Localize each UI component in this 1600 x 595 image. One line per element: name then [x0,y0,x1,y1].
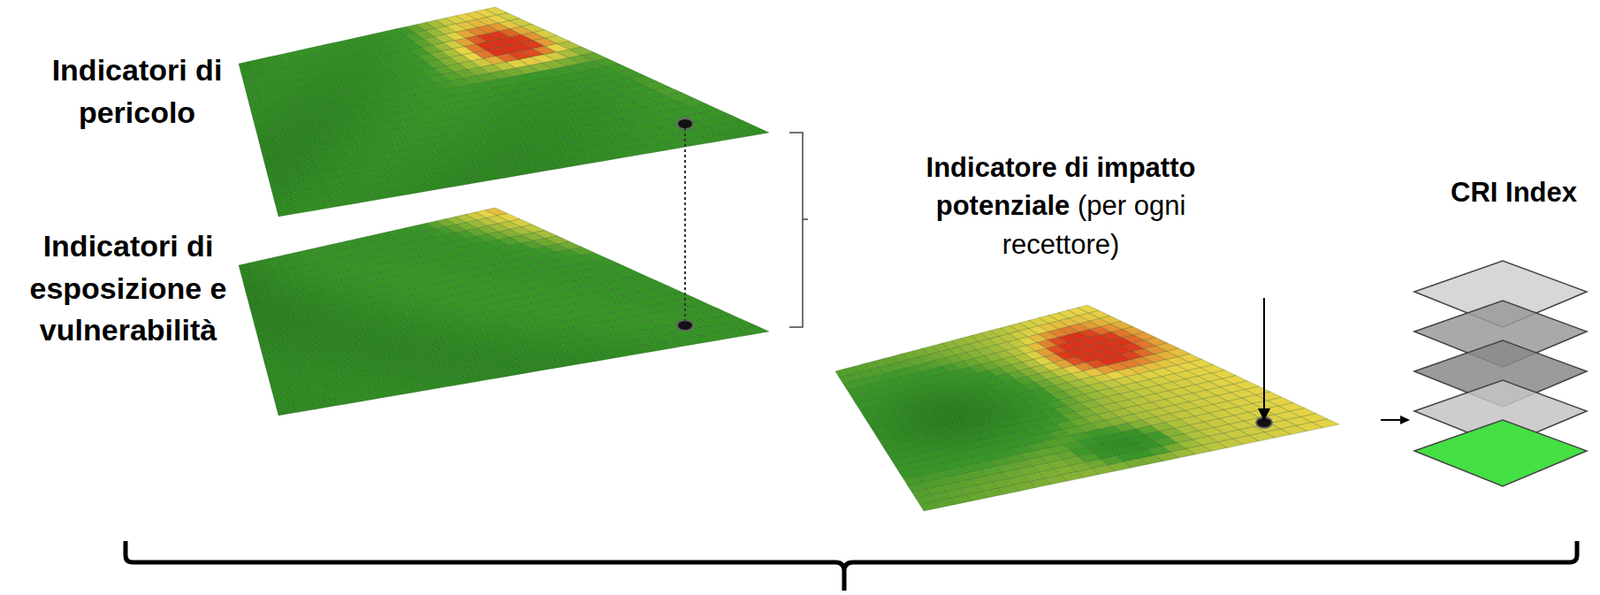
grid-cell [276,206,298,218]
grid-cell [738,127,770,137]
grid-cell [350,392,374,403]
layer-stack [1414,260,1587,487]
brace [125,540,1578,591]
arrow-line [1263,297,1265,414]
layer [1414,419,1587,487]
grid-cell [350,193,374,204]
label: CRI Index [1432,173,1596,212]
grid-maps [238,7,1340,511]
bracket [789,132,808,328]
grid-cell [332,197,355,207]
arrow-head [1400,415,1410,425]
label: Indicatori di pericolo [17,49,257,134]
dotted-link [684,128,686,323]
grid-cell [738,326,770,336]
grid-cell [276,405,298,416]
receptor-dot [677,118,694,130]
grid-cell [1311,419,1340,428]
grid-cell [295,402,317,412]
grid-cell [295,203,317,214]
grid-cell [313,199,336,210]
label: Indicatori di esposizione e vulnerabilit… [0,225,257,352]
grid-cell [332,396,355,406]
grid-cell [313,399,336,410]
arrow-head [1257,408,1271,421]
label-group: Indicatore di impatto potenziale (per og… [883,148,1238,264]
